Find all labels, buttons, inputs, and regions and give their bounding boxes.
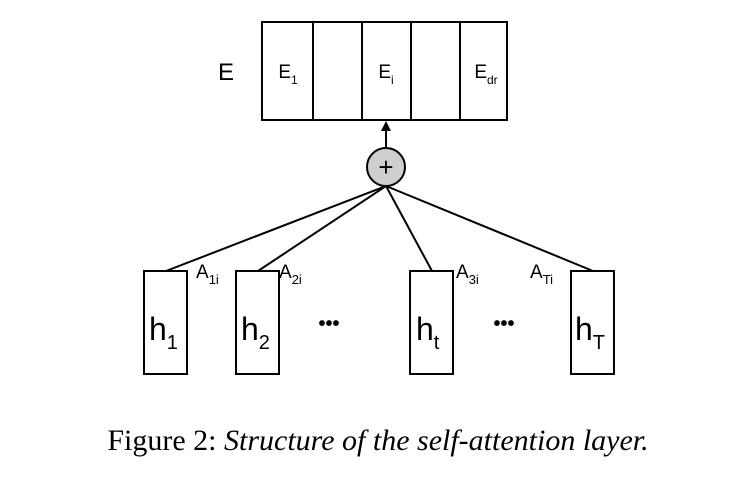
sum-node	[366, 147, 406, 187]
embedding-cell-edr: Edr	[474, 62, 497, 87]
hidden-state-box	[409, 270, 454, 375]
connection-line-h2	[257, 185, 387, 272]
hidden-state-h2: h2	[235, 270, 280, 375]
hidden-state-ht: ht	[409, 270, 454, 375]
caption-text: Structure of the self-attention layer.	[224, 424, 649, 457]
attention-label-a1i: A1i	[196, 262, 219, 287]
hidden-state-h1: h1	[143, 270, 188, 375]
hidden-state-hT: hT	[570, 270, 615, 375]
hidden-state-label: hT	[575, 311, 605, 354]
attention-label-a3i: A3i	[456, 262, 479, 287]
embedding-vector: E1 Ei Edr	[261, 21, 508, 121]
embedding-label: E	[218, 59, 234, 86]
attention-label-ati: ATi	[530, 262, 553, 287]
connection-line-h1	[165, 185, 387, 272]
embedding-vector-box	[261, 21, 508, 121]
figure-caption: Figure 2: Structure of the self-attentio…	[0, 424, 756, 458]
hidden-state-box	[143, 270, 188, 375]
connection-line-ht	[385, 185, 433, 272]
attention-label-a2i: A2i	[279, 262, 302, 287]
hidden-state-label: h2	[241, 311, 270, 354]
hidden-state-box	[235, 270, 280, 375]
connection-line-hT	[385, 185, 594, 272]
hidden-state-label: ht	[416, 311, 440, 354]
ellipsis-right: •••	[493, 313, 514, 335]
embedding-cell-ei: Ei	[378, 62, 393, 87]
embedding-cell-e1: E1	[278, 62, 298, 87]
ellipsis-left: •••	[318, 313, 339, 335]
plus-icon: +	[378, 152, 393, 182]
hidden-state-box	[570, 270, 615, 375]
hidden-state-label: h1	[149, 311, 178, 354]
attention-connections	[165, 185, 594, 272]
caption-prefix: Figure 2:	[107, 424, 224, 457]
